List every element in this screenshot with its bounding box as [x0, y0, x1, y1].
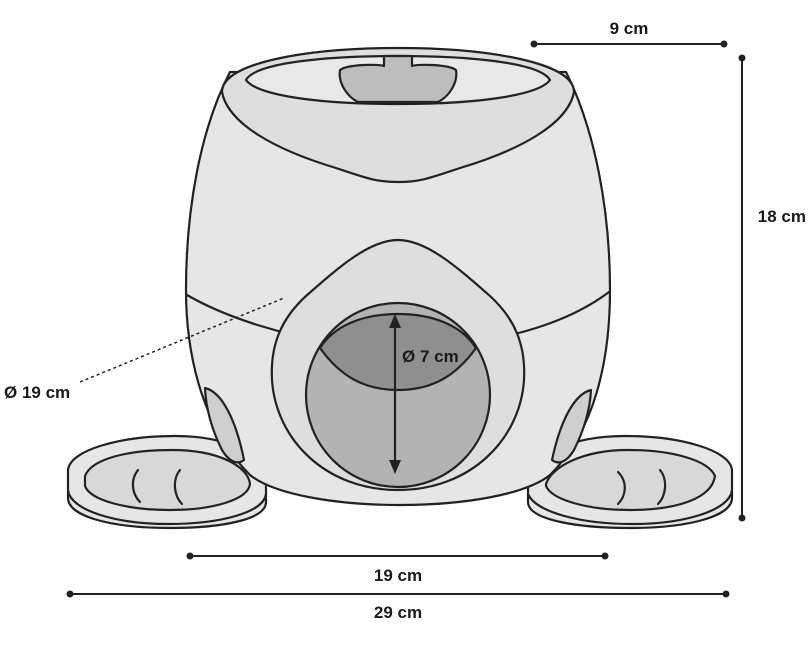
- label-base-width: 19 cm: [374, 566, 422, 585]
- dimension-top-width: [530, 40, 728, 48]
- label-opening-diameter: Ø 7 cm: [402, 347, 459, 366]
- label-top-width: 9 cm: [610, 19, 649, 38]
- right-tray: [526, 434, 734, 530]
- dimension-base-width: [186, 552, 609, 560]
- feeder-top-cap: [220, 46, 576, 184]
- label-body-diameter: Ø 19 cm: [4, 383, 70, 402]
- dimension-body-diameter-leader: [79, 297, 285, 383]
- left-tray: [66, 434, 268, 530]
- dimension-total-width: [66, 590, 730, 598]
- lid-release-tab: [338, 54, 458, 104]
- ball-opening: [270, 238, 526, 492]
- label-height: 18 cm: [758, 207, 806, 226]
- dimension-height: [738, 54, 746, 522]
- label-total-width: 29 cm: [374, 603, 422, 622]
